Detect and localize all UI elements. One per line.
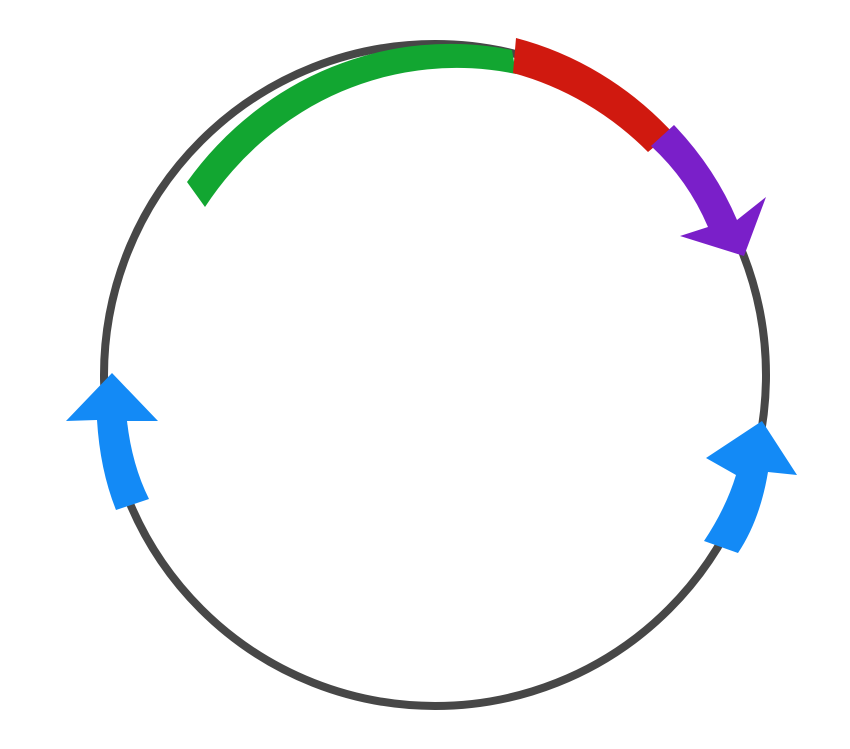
plasmid-backbone: [100, 40, 770, 710]
purple-feature-arrow: [651, 125, 766, 256]
red-feature-block: [513, 38, 672, 152]
green-feature-block: [187, 43, 516, 207]
blue-feature-arrow-left: [66, 373, 158, 510]
blue-feature-arrow-right: [704, 421, 797, 553]
